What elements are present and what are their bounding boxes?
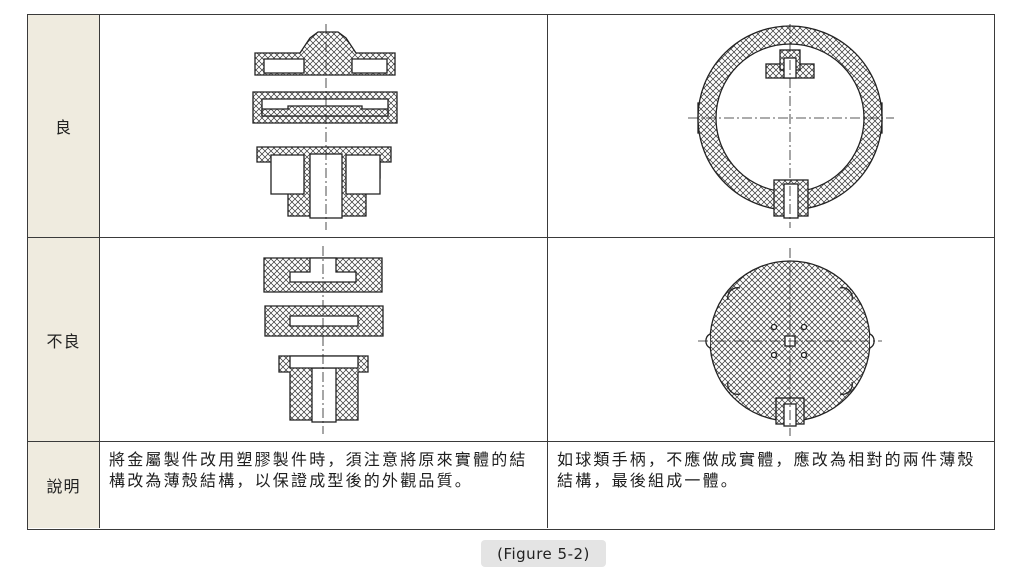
bad-solid-parts-icon	[263, 246, 384, 434]
row-header-label: 不良	[46, 331, 81, 351]
bad-solid-sphere-handle-icon	[698, 248, 882, 436]
good-shell-parts-illustration	[100, 16, 547, 237]
row-header-bad: 不良	[28, 238, 99, 441]
bad-solid-sphere-illustration	[548, 238, 994, 441]
row-divider	[28, 237, 994, 238]
row-header-label: 良	[54, 118, 72, 137]
good-shell-parts-icon	[252, 24, 398, 230]
column-divider	[547, 15, 548, 528]
row-header-label: 說明	[46, 477, 81, 496]
row-header-explanation: 說明	[28, 442, 99, 528]
bad-solid-parts-illustration	[100, 238, 547, 441]
column-divider	[99, 15, 100, 528]
description-right: 如球類手柄，不應做成實體，應改為相對的兩件薄殼結構，最後組成一體。	[557, 450, 976, 490]
good-hollow-sphere-illustration	[548, 16, 994, 237]
row-divider	[28, 441, 994, 442]
comparison-table: 良 不良 說明	[27, 14, 995, 530]
description-left: 將金屬製件改用塑膠製件時，須注意將原來實體的結構改為薄殼結構，以保證成型後的外觀…	[109, 450, 528, 490]
good-hollow-sphere-handle-icon	[688, 24, 894, 228]
figure-caption: (Figure 5-2)	[481, 540, 606, 567]
row-header-good: 良	[28, 15, 99, 237]
